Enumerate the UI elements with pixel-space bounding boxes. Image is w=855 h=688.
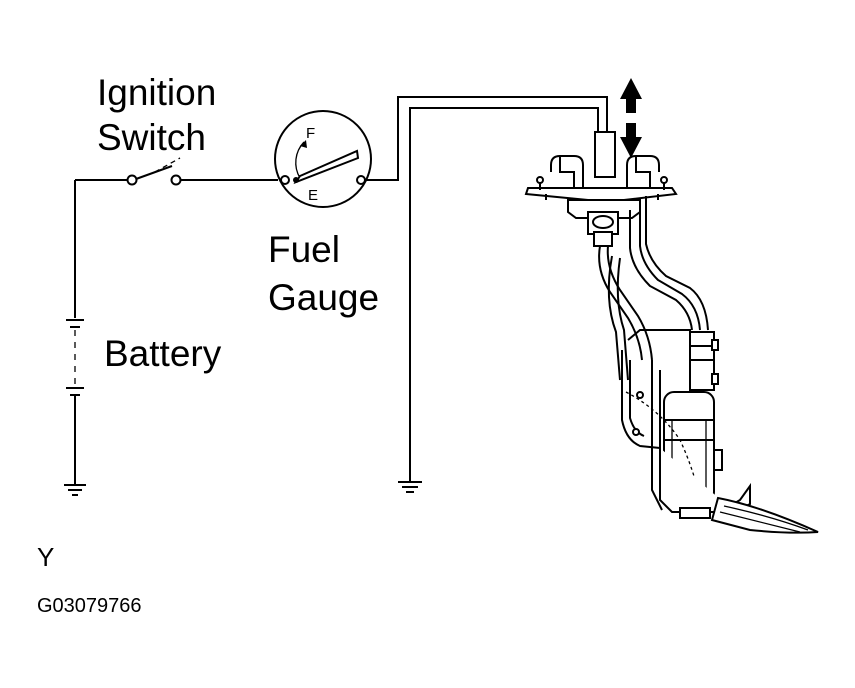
ignition-switch-label-line2: Switch	[97, 117, 206, 158]
float-movement-arrow-icon	[620, 78, 642, 158]
battery-symbol	[66, 319, 84, 485]
gauge-empty-mark: E	[308, 187, 318, 204]
sender-ground-symbol	[398, 481, 422, 493]
gauge-full-mark: F	[306, 125, 315, 142]
battery-label: Battery	[104, 333, 222, 374]
fuel-gauge-dial	[274, 110, 372, 208]
fuel-gauge-label-line1: Fuel	[268, 229, 340, 270]
figure-code: G03079766	[37, 595, 142, 617]
ignition-switch-symbol	[126, 157, 278, 186]
battery-ground-symbol	[64, 484, 86, 496]
figure-mark: Y	[37, 542, 54, 572]
sender-wiring	[366, 96, 608, 482]
battery-wiring	[74, 179, 130, 318]
ignition-switch-label-line1: Ignition	[97, 72, 216, 113]
fuel-sender-assembly-illustration	[524, 131, 819, 534]
fuel-gauge-label-line2: Gauge	[268, 277, 379, 318]
